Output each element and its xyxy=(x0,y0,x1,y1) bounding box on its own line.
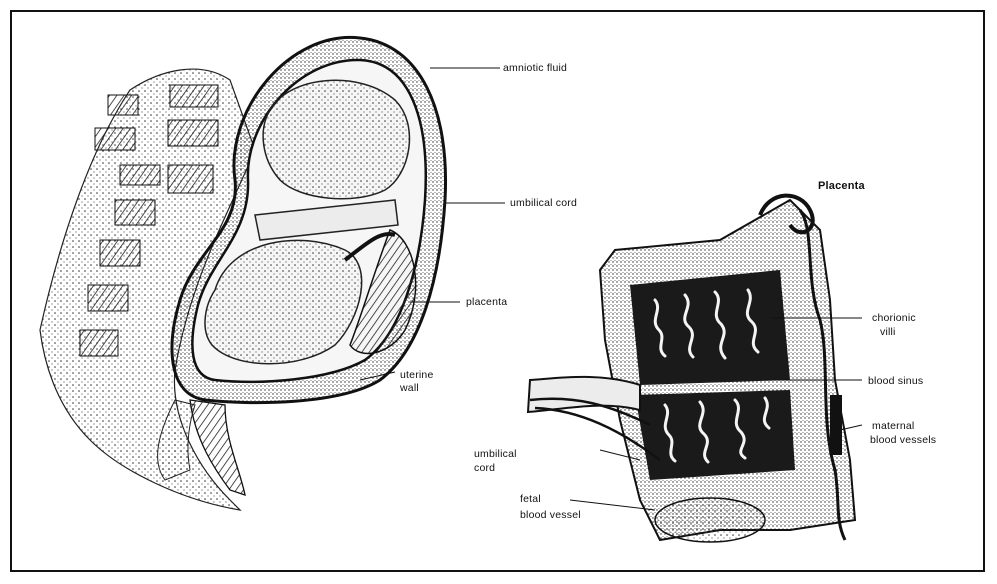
label-uterine: uterine xyxy=(400,368,434,382)
fetus-head xyxy=(263,80,409,198)
label-umbilical: umbilical xyxy=(474,447,517,461)
label-maternal: maternal xyxy=(872,419,914,433)
label-blood-vessels: blood vessels xyxy=(870,433,936,447)
villi-region-lower xyxy=(635,390,795,480)
label-chorionic: chorionic xyxy=(872,311,916,325)
label-umbilical-cord: umbilical cord xyxy=(510,196,577,210)
label-fetal: fetal xyxy=(520,492,541,506)
uterus-cross-section xyxy=(40,37,446,510)
villi-region xyxy=(630,270,790,385)
umbilical-cord-stub xyxy=(528,377,640,412)
label-blood-sinus: blood sinus xyxy=(868,374,923,388)
placenta-detail xyxy=(528,196,855,542)
maternal-vessel-segment xyxy=(830,395,842,455)
label-wall: wall xyxy=(400,381,419,395)
label-amniotic-fluid: amniotic fluid xyxy=(503,61,567,75)
label-placenta: placenta xyxy=(466,295,507,309)
label-villi: villi xyxy=(880,325,896,339)
label-blood-vessel: blood vessel xyxy=(520,508,581,522)
basal-plate xyxy=(655,498,765,542)
label-cord: cord xyxy=(474,461,495,475)
label-placenta-title: Placenta xyxy=(818,179,865,193)
